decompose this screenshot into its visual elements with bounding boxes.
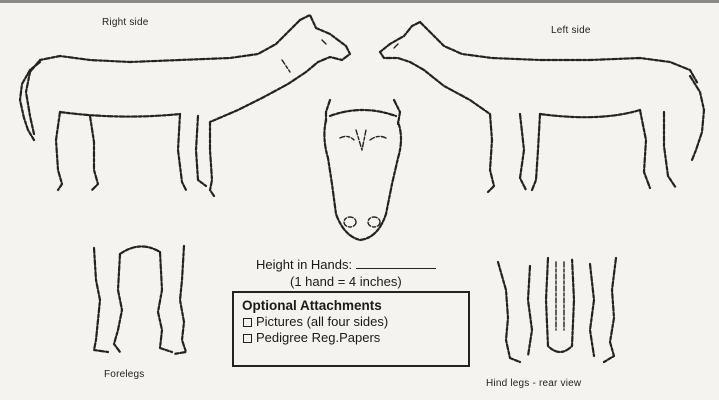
horse-right-side-drawing <box>20 15 350 196</box>
height-label: Height in Hands: <box>256 257 352 272</box>
attachment-pedigree-label: Pedigree Reg.Papers <box>256 330 380 346</box>
height-input-line[interactable] <box>356 268 436 269</box>
optional-attachments-box: Optional Attachments Pictures (all four … <box>232 291 470 367</box>
pictures-checkbox[interactable] <box>243 318 252 327</box>
height-row: Height in Hands: <box>256 256 476 273</box>
right-side-label: Right side <box>102 17 148 28</box>
attachment-pictures-item[interactable]: Pictures (all four sides) <box>242 314 460 330</box>
height-note: (1 hand = 4 inches) <box>256 273 476 290</box>
attachment-pictures-label: Pictures (all four sides) <box>256 314 388 330</box>
height-section: Height in Hands: (1 hand = 4 inches) <box>256 256 476 290</box>
horse-head-front-drawing <box>324 100 401 240</box>
hind-legs-drawing <box>498 258 616 362</box>
forelegs-drawing <box>94 246 186 354</box>
attachment-pedigree-item[interactable]: Pedigree Reg.Papers <box>242 330 460 346</box>
left-side-label: Left side <box>551 25 591 36</box>
hind-legs-label: Hind legs - rear view <box>486 378 581 389</box>
forelegs-label: Forelegs <box>104 369 145 380</box>
attachments-title: Optional Attachments <box>242 298 460 314</box>
pedigree-checkbox[interactable] <box>243 334 252 343</box>
horse-left-side-drawing <box>380 22 704 192</box>
